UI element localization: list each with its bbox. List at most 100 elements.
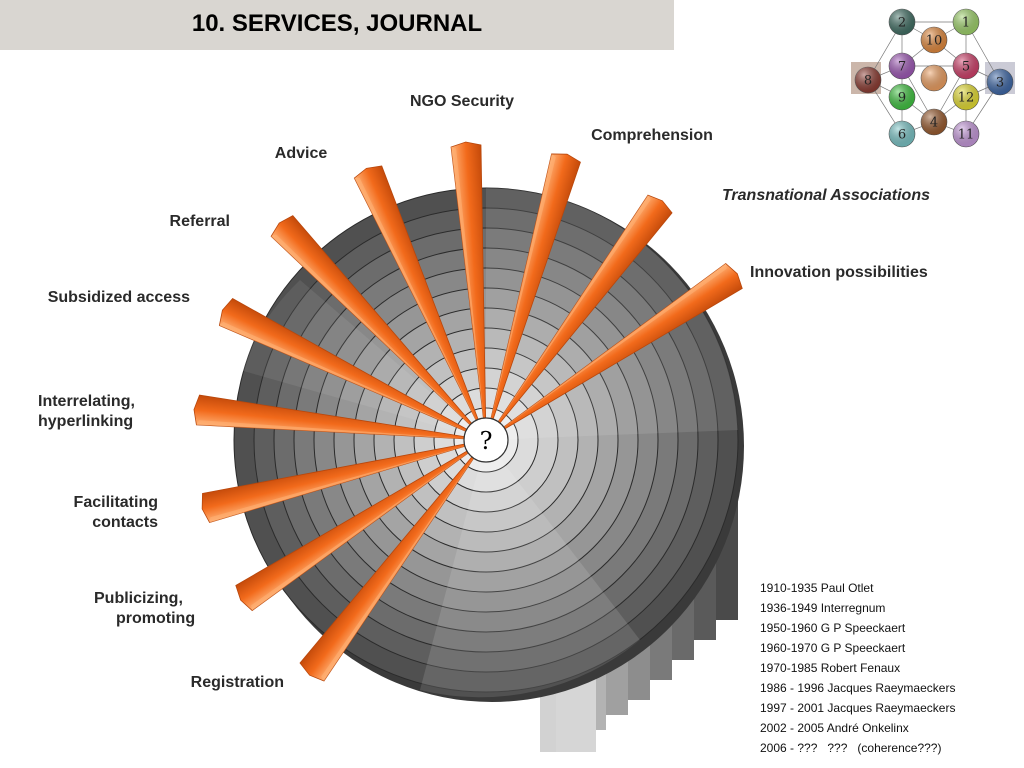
label-line: Innovation possibilities bbox=[750, 264, 928, 281]
label-interrelating-hyperlinking: Interrelating, hyperlinking bbox=[38, 393, 135, 430]
history-entry: 1960-1970 G P Speeckaert bbox=[760, 641, 906, 655]
center-question-mark: ? bbox=[480, 427, 493, 455]
spoke-wedge bbox=[218, 298, 487, 441]
history-entry: 1986 - 1996 Jacques Raeymaeckers bbox=[760, 681, 956, 695]
label-line: Facilitating bbox=[74, 494, 158, 511]
spoke-highlight bbox=[251, 440, 486, 611]
label-line: promoting bbox=[116, 610, 195, 627]
spoke-comprehension bbox=[485, 153, 581, 441]
node-shine bbox=[953, 121, 979, 147]
history-entry: 1950-1960 G P Speeckaert bbox=[760, 621, 906, 635]
label-registration: Registration bbox=[191, 674, 284, 691]
label-line: NGO Security bbox=[410, 93, 514, 110]
node-1: 1 bbox=[952, 8, 980, 36]
overlay-left bbox=[240, 280, 486, 440]
label-ngo-security: NGO Security bbox=[410, 93, 514, 110]
node-shine bbox=[953, 84, 979, 110]
label-facilitating-contacts: Facilitating contacts bbox=[74, 494, 159, 531]
spoke-highlight bbox=[196, 420, 486, 440]
overlay-lower bbox=[420, 440, 640, 698]
node-number: 11 bbox=[958, 128, 975, 143]
node-2: 2 bbox=[888, 8, 916, 36]
node-4: 4 bbox=[920, 108, 948, 136]
spoke-registration bbox=[299, 439, 487, 682]
spoke-highlight bbox=[354, 177, 486, 440]
history-list: 1910-1935 Paul Otlet 1936-1949 Interregnu… bbox=[760, 578, 1010, 758]
node-3: 3 bbox=[986, 68, 1014, 96]
spoke-innovation-possibilities bbox=[485, 262, 743, 441]
node-shine bbox=[889, 9, 915, 35]
node-number: 7 bbox=[898, 60, 906, 75]
node-shine bbox=[953, 53, 979, 79]
node-number: 9 bbox=[898, 91, 906, 106]
spokes bbox=[193, 141, 743, 682]
node-number: 1 bbox=[962, 16, 970, 31]
node-shine bbox=[987, 69, 1013, 95]
node-number: 8 bbox=[864, 74, 872, 89]
label-line: contacts bbox=[92, 514, 158, 531]
node-number: 4 bbox=[930, 116, 938, 131]
spoke-referral bbox=[270, 215, 487, 441]
node-10: 10 bbox=[920, 26, 948, 54]
node-11: 11 bbox=[952, 120, 980, 148]
node-6: 6 bbox=[888, 120, 916, 148]
center-circle bbox=[463, 417, 509, 463]
history-entry: 2006 - ??? ??? (coherence???) bbox=[760, 741, 942, 755]
history-entry: 1910-1935 Paul Otlet bbox=[760, 581, 874, 595]
label-subsidized-access: Subsidized access bbox=[48, 289, 190, 306]
node-shine bbox=[889, 121, 915, 147]
label-line: hyperlinking bbox=[38, 413, 133, 430]
node-number: 2 bbox=[898, 16, 906, 31]
spoke-facilitating-contacts bbox=[201, 439, 487, 524]
node-7: 7 bbox=[888, 52, 916, 80]
label-line: Comprehension bbox=[591, 127, 713, 144]
history-entry: 1997 - 2001 Jacques Raeymaeckers bbox=[760, 701, 956, 715]
label-line: Publicizing, bbox=[94, 590, 183, 607]
history-entry: 1970-1985 Robert Fenaux bbox=[760, 661, 901, 675]
node-number: 3 bbox=[996, 76, 1004, 91]
node-shine bbox=[889, 53, 915, 79]
spoke-highlight bbox=[486, 195, 651, 440]
label-comprehension: Comprehension bbox=[591, 127, 713, 144]
page-title: 10. SERVICES, JOURNAL bbox=[191, 10, 483, 37]
label-line: Advice bbox=[275, 145, 328, 162]
node-number: 5 bbox=[962, 60, 970, 75]
spoke-advice bbox=[353, 165, 487, 441]
label-transnational-associations: Transnational Associations bbox=[722, 187, 930, 204]
node-5: 5 bbox=[952, 52, 980, 80]
node-8: 8 bbox=[854, 66, 882, 94]
history-entry: 2002 - 2005 André Onkelinx bbox=[760, 721, 909, 735]
node-12: 12 bbox=[952, 83, 980, 111]
label-line: Registration bbox=[191, 674, 284, 691]
label-line: Transnational Associations bbox=[722, 187, 930, 204]
label-innovation-possibilities: Innovation possibilities bbox=[750, 264, 928, 281]
label-line: Subsidized access bbox=[48, 289, 190, 306]
spoke-labels: NGO SecurityComprehensionAdviceTransnati… bbox=[38, 93, 930, 691]
spoke-highlight bbox=[321, 440, 486, 681]
light-overlays bbox=[240, 187, 738, 698]
label-referral: Referral bbox=[170, 213, 230, 230]
history-entry: 1936-1949 Interregnum bbox=[760, 601, 886, 615]
node-shine bbox=[921, 65, 947, 91]
center-node: ? bbox=[463, 417, 509, 463]
node-9: 9 bbox=[888, 83, 916, 111]
label-advice: Advice bbox=[275, 145, 328, 162]
node-number: 10 bbox=[926, 34, 943, 49]
spoke-subsidized-access bbox=[218, 298, 487, 441]
node-number: 12 bbox=[958, 91, 975, 106]
spoke-interrelating-hyperlinking bbox=[193, 394, 487, 441]
node-center bbox=[920, 64, 948, 92]
spoke-wedge bbox=[485, 262, 743, 441]
node-shine bbox=[953, 9, 979, 35]
spoke-ngo-security bbox=[450, 141, 487, 441]
node-shine bbox=[921, 109, 947, 135]
node-shine bbox=[921, 27, 947, 53]
spoke-highlight bbox=[486, 263, 727, 440]
label-publicizing-promoting: Publicizing, promoting bbox=[94, 590, 195, 627]
spoke-highlight bbox=[486, 153, 556, 440]
spoke-publicizing-promoting bbox=[235, 439, 487, 612]
label-line: Interrelating, bbox=[38, 393, 135, 410]
spoke-highlight bbox=[271, 234, 486, 440]
